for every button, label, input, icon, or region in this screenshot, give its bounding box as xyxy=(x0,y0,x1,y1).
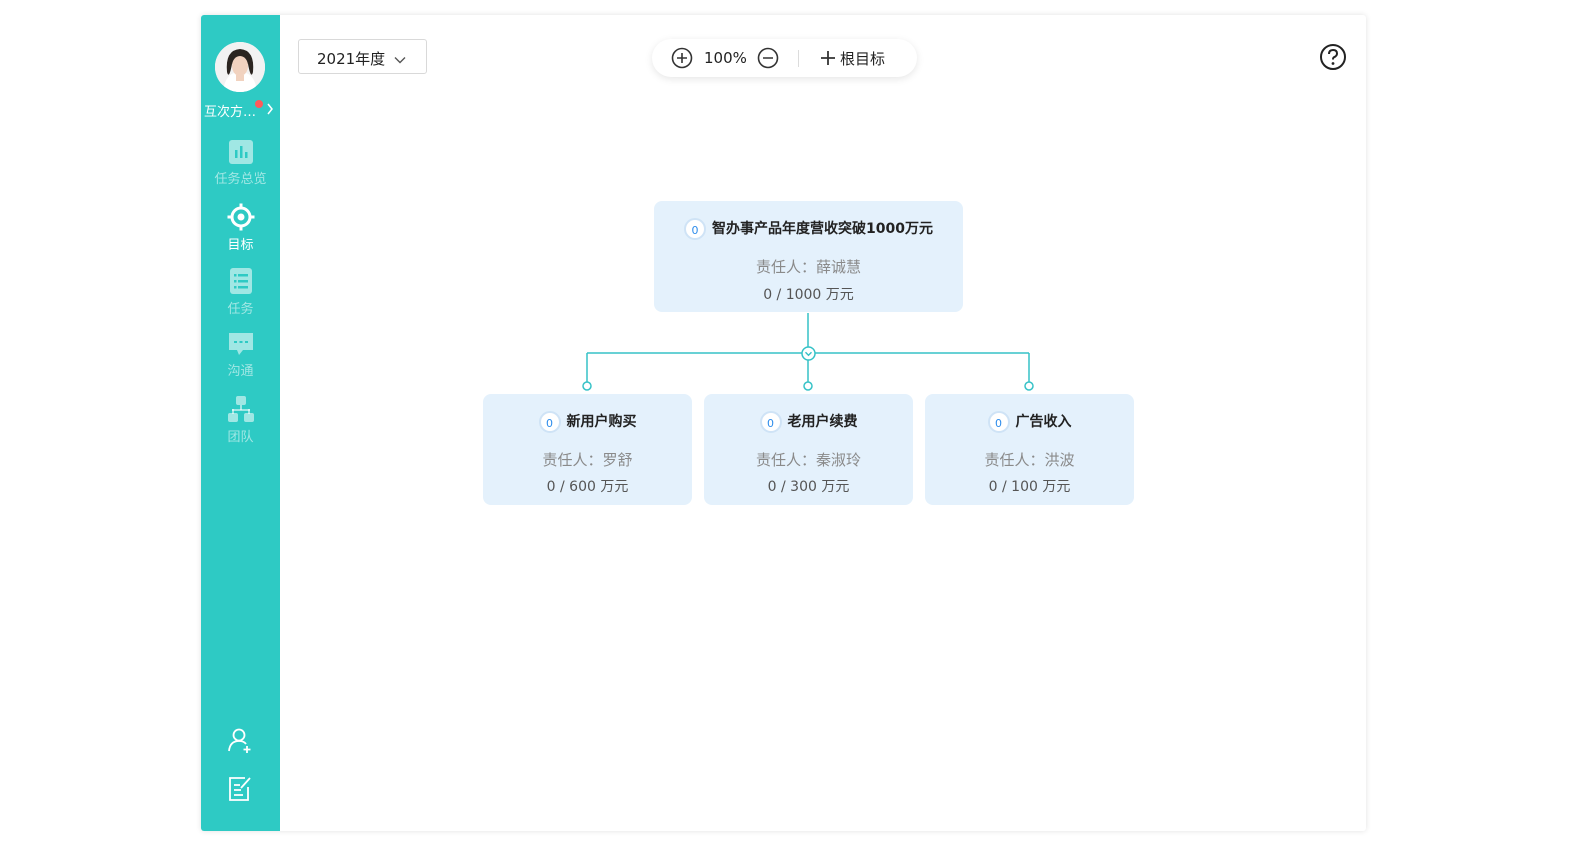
goal-title-row: 0 老用户续费 xyxy=(704,411,913,433)
goal-progress: 0 / 100 万元 xyxy=(988,479,1071,495)
invite-user-icon[interactable] xyxy=(227,726,253,754)
nav-tasks[interactable]: 任务 xyxy=(201,267,280,323)
root-goal-card[interactable]: 0 智办事产品年度营收突破1000万元 责任人：薛诚慧 0 / 1000 万元 xyxy=(654,201,963,312)
app-window: 互次方… 任务总览 目标 xyxy=(201,15,1366,831)
chat-icon xyxy=(228,333,253,355)
add-root-goal-button[interactable]: 根目标 xyxy=(820,48,885,69)
user-menu[interactable]: 互次方… xyxy=(201,100,280,120)
chevron-down-icon xyxy=(394,50,406,68)
collapse-toggle-icon[interactable] xyxy=(801,346,816,361)
org-tree-icon xyxy=(227,396,254,422)
child-goal-card[interactable]: 0 新用户购买 责任人：罗舒 0 / 600 万元 xyxy=(483,394,692,505)
task-list-icon xyxy=(229,268,252,294)
goal-owner: 责任人：秦淑玲 xyxy=(755,451,861,469)
help-icon[interactable] xyxy=(1319,43,1347,75)
nav-label-task-overview: 任务总览 xyxy=(214,172,267,187)
goal-title-row: 0 新用户购买 xyxy=(483,411,692,433)
chevron-right-icon xyxy=(266,103,274,119)
zoom-out-icon[interactable] xyxy=(757,47,779,73)
goal-progress: 0 / 1000 万元 xyxy=(763,287,854,303)
notification-dot xyxy=(255,100,263,108)
goal-progress: 0 / 300 万元 xyxy=(767,479,850,495)
nav-label-goals: 目标 xyxy=(227,238,254,253)
goal-badge: 0 xyxy=(538,411,561,433)
plus-icon xyxy=(821,51,835,65)
zoom-level: 100% xyxy=(704,49,747,67)
toolbar-divider xyxy=(798,50,799,67)
goal-title: 老用户续费 xyxy=(787,414,858,430)
child-goal-card[interactable]: 0 广告收入 责任人：洪波 0 / 100 万元 xyxy=(925,394,1134,505)
zoom-in-icon[interactable] xyxy=(671,47,693,73)
year-select[interactable]: 2021年度 xyxy=(298,39,427,74)
edit-note-icon[interactable] xyxy=(227,774,253,802)
goal-title: 新用户购买 xyxy=(566,414,637,430)
nav-team[interactable]: 团队 xyxy=(201,395,280,451)
goal-owner: 责任人：洪波 xyxy=(984,451,1075,469)
goal-title-row: 0 智办事产品年度营收突破1000万元 xyxy=(654,218,963,240)
sidebar: 互次方… 任务总览 目标 xyxy=(201,15,280,831)
goal-badge: 0 xyxy=(987,411,1010,433)
nav-label-tasks: 任务 xyxy=(227,302,254,317)
goal-title-row: 0 广告收入 xyxy=(925,411,1134,433)
nav-goals[interactable]: 目标 xyxy=(201,203,280,259)
user-avatar[interactable] xyxy=(215,42,265,92)
child-goal-card[interactable]: 0 老用户续费 责任人：秦淑玲 0 / 300 万元 xyxy=(704,394,913,505)
zoom-toolbar: 100% 根目标 xyxy=(652,39,917,77)
target-icon xyxy=(227,203,254,231)
goal-owner: 责任人：罗舒 xyxy=(542,451,633,469)
nav-label-team: 团队 xyxy=(227,430,254,445)
goal-owner: 责任人：薛诚慧 xyxy=(755,258,861,276)
add-root-goal-label: 根目标 xyxy=(840,50,886,68)
goal-badge: 0 xyxy=(684,218,707,240)
nav-label-chat: 沟通 xyxy=(227,364,254,379)
goal-progress: 0 / 600 万元 xyxy=(546,479,629,495)
year-select-label: 2021年度 xyxy=(317,50,386,68)
goal-badge: 0 xyxy=(759,411,782,433)
nav-chat[interactable]: 沟通 xyxy=(201,331,280,387)
nav-task-overview[interactable]: 任务总览 xyxy=(201,139,280,195)
user-name: 互次方… xyxy=(204,105,257,120)
bar-chart-icon xyxy=(228,140,253,164)
goal-title: 智办事产品年度营收突破1000万元 xyxy=(712,221,933,237)
goal-title: 广告收入 xyxy=(1015,414,1072,430)
